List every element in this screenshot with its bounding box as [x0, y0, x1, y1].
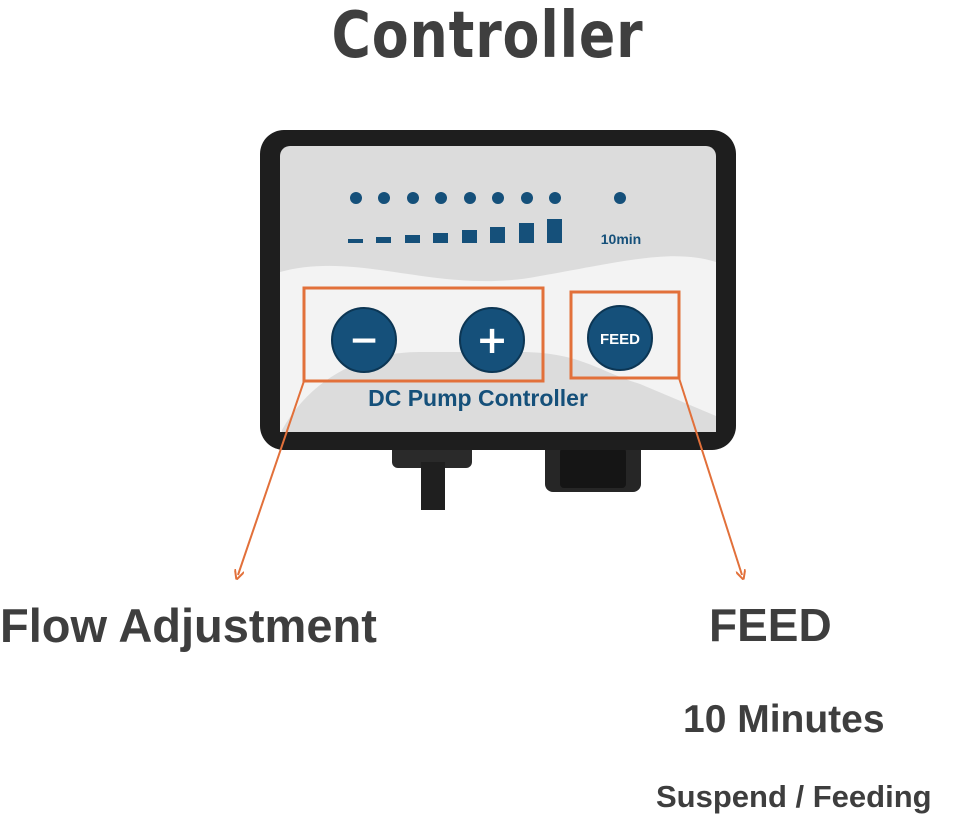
brand-label: DC Pump Controller: [368, 385, 588, 411]
plus-icon: +: [476, 318, 508, 362]
timer-indicator-dot: [614, 192, 626, 204]
feed-callout-arrow: [678, 377, 742, 575]
level-dot: [435, 192, 447, 204]
flow-adjustment-caption: Flow Adjustment: [0, 599, 377, 652]
feed-description-caption: Suspend / Feeding: [656, 779, 932, 814]
minus-icon: −: [349, 320, 379, 361]
increase-flow-button[interactable]: +: [459, 307, 525, 373]
feed-button-label: FEED: [600, 331, 640, 348]
level-bar: [405, 235, 420, 243]
feed-button[interactable]: FEED: [587, 305, 653, 371]
level-bar: [547, 219, 562, 243]
level-dot: [407, 192, 419, 204]
flow-callout-arrow: [238, 380, 305, 575]
flow-buttons-highlight-box: [302, 286, 545, 383]
feed-caption: FEED: [709, 599, 832, 651]
level-bar: [462, 230, 477, 243]
feed-duration-caption: 10 Minutes: [683, 698, 885, 741]
page-title: Controller: [331, 0, 644, 73]
feed-button-highlight-box: [569, 290, 681, 380]
timer-label: 10min: [601, 231, 641, 247]
level-dot: [549, 192, 561, 204]
level-bar: [519, 223, 534, 243]
level-dot: [378, 192, 390, 204]
level-dot: [492, 192, 504, 204]
level-dot: [464, 192, 476, 204]
level-bar: [376, 237, 391, 243]
level-bar: [348, 239, 363, 243]
cable-connector-left: [392, 444, 472, 510]
level-bar: [433, 233, 448, 243]
level-dot: [350, 192, 362, 204]
decrease-flow-button[interactable]: −: [331, 307, 397, 373]
flow-level-dots: [350, 192, 561, 204]
level-bar: [490, 227, 505, 243]
cable-connector-right: [545, 440, 641, 492]
flow-level-bars: [348, 219, 562, 243]
level-dot: [521, 192, 533, 204]
